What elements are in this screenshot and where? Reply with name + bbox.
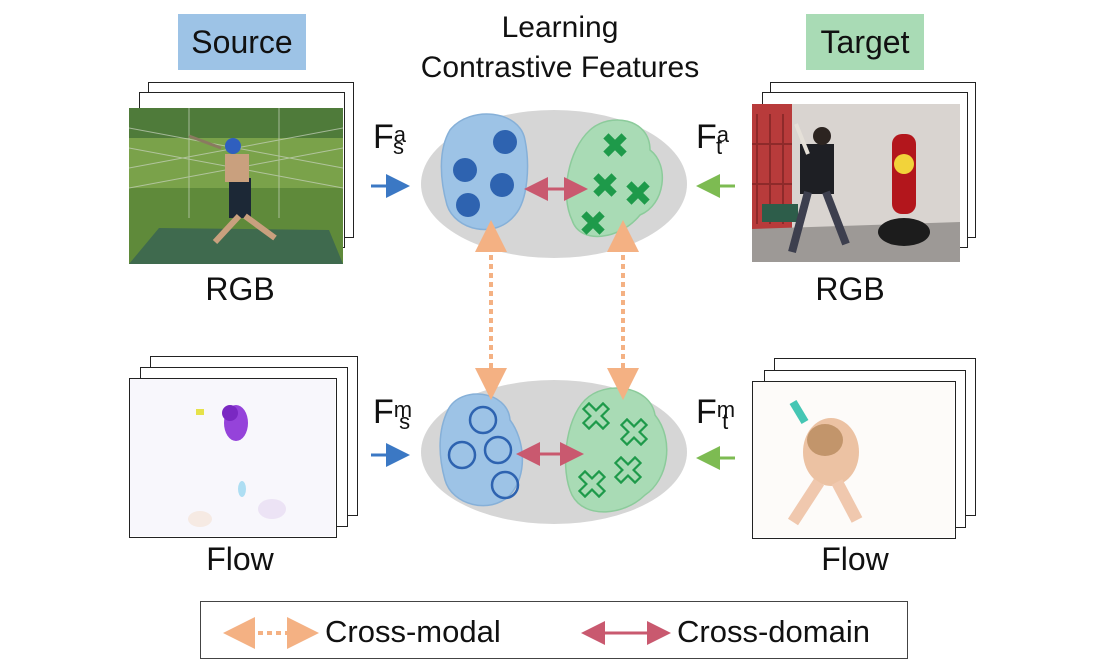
source-feature-point xyxy=(468,405,498,435)
source-rgb-label: RGB xyxy=(205,271,275,307)
source-rgb-image xyxy=(129,108,343,264)
source-rgb-feature: Fas xyxy=(373,118,407,159)
source-feature-point xyxy=(490,173,514,197)
source-feature-point xyxy=(447,440,477,470)
target-rgb-image xyxy=(752,104,960,262)
target-flow-feature: Fmt xyxy=(696,393,736,434)
source-label: Source xyxy=(178,14,306,70)
target-rgb-label: RGB xyxy=(815,271,885,307)
source-feature-point xyxy=(490,470,520,500)
source-flow-visual xyxy=(130,379,335,536)
title-line-2: Contrastive Features xyxy=(420,51,700,84)
legend-cross-domain-label: Cross-domain xyxy=(677,614,870,649)
flow-feature-space xyxy=(421,380,687,524)
target-flow-visual xyxy=(753,382,954,537)
target-flow-image xyxy=(752,381,956,539)
source-flow-image xyxy=(129,378,337,538)
target-batter-image xyxy=(752,104,960,262)
source-feature-point xyxy=(456,193,480,217)
legend-symbols xyxy=(223,617,671,649)
source-feature-point xyxy=(453,158,477,182)
target-flow-label: Flow xyxy=(821,541,889,577)
diagram-title: Learning Contrastive Features xyxy=(380,8,740,88)
source-feature-point xyxy=(493,130,517,154)
legend: Cross-modal Cross-domain xyxy=(200,601,908,659)
title-line-1: Learning xyxy=(501,11,619,44)
source-flow-feature: Fms xyxy=(373,393,413,434)
target-label: Target xyxy=(806,14,924,70)
source-batter-image xyxy=(129,108,343,264)
source-flow-label: Flow xyxy=(206,541,274,577)
target-rgb-feature: Fat xyxy=(696,118,730,159)
rgb-feature-space xyxy=(421,110,687,258)
source-feature-point xyxy=(483,435,513,465)
legend-cross-modal-label: Cross-modal xyxy=(325,614,501,649)
